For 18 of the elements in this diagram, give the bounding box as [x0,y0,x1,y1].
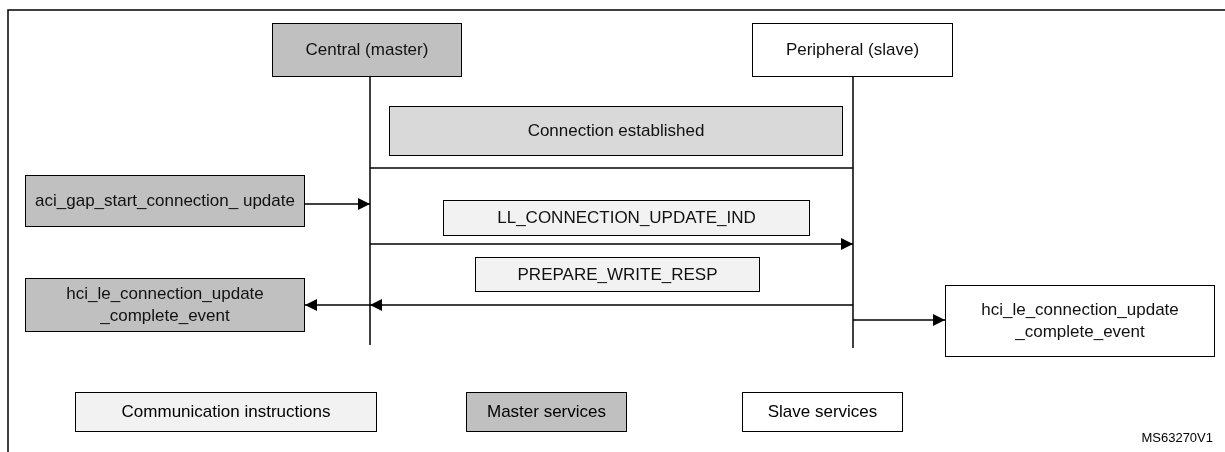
legend-text: Communication instructions [121,402,331,422]
message-box: LL_CONNECTION_UPDATE_IND [443,200,810,236]
legend-text: Slave services [767,402,878,422]
arrow [304,299,371,311]
legend-text: Master services [487,402,606,422]
connector-line [369,167,854,169]
arrow [369,238,854,250]
participant-box: Central (master) [272,23,462,77]
arrow [852,314,946,326]
command-box: aci_gap_start_connection_ update [25,175,305,227]
state-box: Connection established [389,106,843,156]
participant-box: Peripheral (slave) [752,23,953,77]
arrow [304,198,371,210]
message-box: PREPARE_WRITE_RESP [475,257,760,292]
event-box: hci_le_connection_update _complete_event [25,278,305,332]
event-box: hci_le_connection_update _complete_event [945,285,1215,357]
figure-id: MS63270V1 [1141,430,1213,445]
arrow [369,299,854,311]
